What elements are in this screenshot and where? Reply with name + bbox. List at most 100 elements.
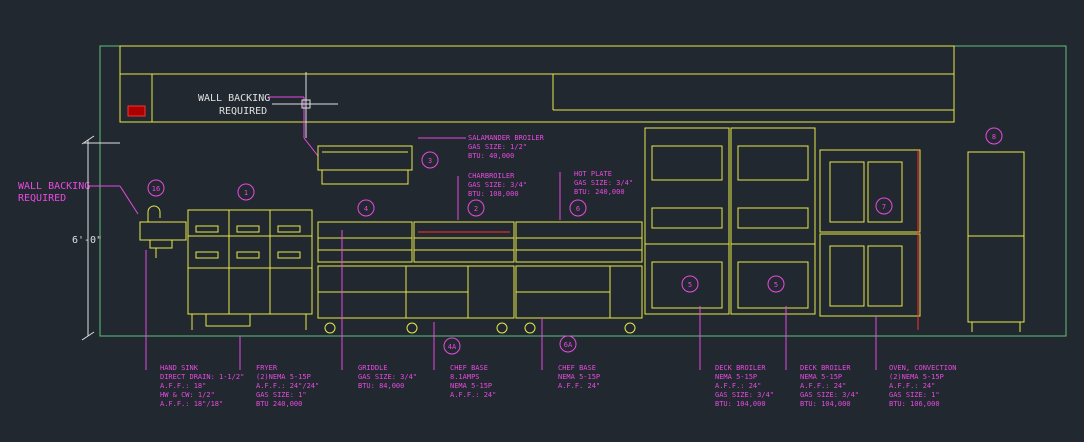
fryer [187, 209, 313, 330]
svg-text:DIRECT DRAIN: 1-1/2": DIRECT DRAIN: 1-1/2" [160, 373, 244, 381]
deck-broiler-2 [730, 127, 816, 315]
svg-text:DECK BROILER: DECK BROILER [715, 364, 766, 372]
tag-rack: 8 [985, 127, 1003, 145]
note-charbroiler: CHARBROILER GAS SIZE: 3/4" BTU: 108,000 [457, 172, 527, 220]
svg-text:BTU: 108,000: BTU: 108,000 [468, 190, 519, 198]
svg-text:GAS SIZE: 3/4": GAS SIZE: 3/4" [800, 391, 859, 399]
tag-griddle: 4 [357, 199, 375, 217]
svg-text:A.F.F.: 24": A.F.F.: 24" [450, 391, 496, 399]
svg-text:GAS SIZE: 3/4": GAS SIZE: 3/4" [715, 391, 774, 399]
note-deck-broiler-2: DECK BROILER NEMA 5-15P A.F.F.: 24" GAS … [785, 306, 859, 408]
tag-deck-1: 5 [681, 275, 699, 293]
sheet-pan-rack [967, 151, 1025, 332]
wall-backing-left-note: WALL BACKING REQUIRED [18, 181, 139, 215]
svg-text:WALL BACKING: WALL BACKING [18, 181, 90, 192]
svg-text:GRIDDLE: GRIDDLE [358, 364, 388, 372]
svg-text:WALL BACKING: WALL BACKING [198, 93, 270, 104]
tag-deck-2: 5 [767, 275, 785, 293]
svg-text:SALAMANDER BROILER: SALAMANDER BROILER [468, 134, 545, 142]
svg-text:8: 8 [992, 133, 996, 141]
hood-control-box [127, 105, 146, 117]
svg-text:OVEN, CONVECTION: OVEN, CONVECTION [889, 364, 956, 372]
note-deck-broiler-1: DECK BROILER NEMA 5-15P A.F.F.: 24" GAS … [699, 306, 774, 408]
svg-text:GAS SIZE: 1": GAS SIZE: 1" [256, 391, 307, 399]
svg-text:BTU: 106,000: BTU: 106,000 [889, 400, 940, 408]
svg-text:4A: 4A [448, 343, 457, 351]
exhaust-hood [119, 45, 955, 123]
svg-text:NEMA 5-15P: NEMA 5-15P [800, 373, 842, 381]
svg-text:8.1AMPS: 8.1AMPS [450, 373, 480, 381]
svg-text:CHARBROILER: CHARBROILER [468, 172, 515, 180]
height-dimension: 6'-0" [72, 135, 120, 341]
svg-text:BTU 240,000: BTU 240,000 [256, 400, 302, 408]
note-hot-plate: HOT PLATE GAS SIZE: 3/4" BTU: 240,000 [559, 170, 633, 220]
svg-text:NEMA 5-15P: NEMA 5-15P [558, 373, 600, 381]
svg-text:16: 16 [152, 185, 160, 193]
svg-text:HW & CW: 1/2": HW & CW: 1/2" [160, 391, 215, 399]
svg-text:NEMA 5-15P: NEMA 5-15P [715, 373, 757, 381]
tag-oven: 7 [875, 197, 893, 215]
svg-text:CHEF BASE: CHEF BASE [558, 364, 596, 372]
deck-broiler-1 [644, 127, 730, 315]
svg-text:GAS SIZE: 1": GAS SIZE: 1" [889, 391, 940, 399]
tag-sink: 16 [147, 179, 165, 197]
svg-text:A.F.F. 24": A.F.F. 24" [558, 382, 600, 390]
svg-text:A.F.F.: 18"/18": A.F.F.: 18"/18" [160, 400, 223, 408]
svg-text:BTU: 104,000: BTU: 104,000 [800, 400, 851, 408]
hand-sink [139, 205, 187, 258]
svg-text:DECK BROILER: DECK BROILER [800, 364, 851, 372]
svg-text:GAS SIZE: 1/2": GAS SIZE: 1/2" [468, 143, 527, 151]
chef-base-1 [317, 265, 515, 334]
note-fryer: FRYER (2)NEMA 5-15P A.F.F.: 24"/24" GAS … [239, 336, 319, 408]
hot-plate [515, 221, 643, 263]
svg-text:NEMA 5-15P: NEMA 5-15P [450, 382, 492, 390]
svg-text:(2)NEMA 5-15P: (2)NEMA 5-15P [256, 373, 311, 381]
svg-text:BTU: 104,000: BTU: 104,000 [715, 400, 766, 408]
svg-text:GAS SIZE: 3/4": GAS SIZE: 3/4" [574, 179, 633, 187]
svg-text:(2)NEMA 5-15P: (2)NEMA 5-15P [889, 373, 944, 381]
svg-text:FRYER: FRYER [256, 364, 278, 372]
svg-text:A.F.F.: 24": A.F.F.: 24" [715, 382, 761, 390]
wall-backing-top-note: WALL BACKING REQUIRED [198, 72, 338, 157]
svg-text:6A: 6A [564, 341, 573, 349]
svg-text:BTU: 240,000: BTU: 240,000 [574, 188, 625, 196]
tag-chef-base-1: 4A [443, 337, 461, 355]
svg-text:GAS SIZE: 3/4": GAS SIZE: 3/4" [468, 181, 527, 189]
svg-text:A.F.F.: 18": A.F.F.: 18" [160, 382, 206, 390]
svg-text:3: 3 [428, 157, 432, 165]
svg-text:6'-0": 6'-0" [72, 235, 102, 246]
svg-text:A.F.F.: 24": A.F.F.: 24" [800, 382, 846, 390]
tag-salamander: 3 [421, 151, 439, 169]
tag-fryer: 1 [237, 183, 255, 201]
svg-text:CHEF BASE: CHEF BASE [450, 364, 488, 372]
svg-text:6: 6 [576, 205, 580, 213]
salamander-broiler [317, 145, 413, 185]
svg-text:4: 4 [364, 205, 368, 213]
note-salamander: SALAMANDER BROILER GAS SIZE: 1/2" BTU: 4… [418, 134, 545, 160]
svg-text:5: 5 [688, 281, 692, 289]
svg-text:A.F.F.: 24": A.F.F.: 24" [889, 382, 935, 390]
svg-text:7: 7 [882, 203, 886, 211]
tag-charbroiler: 2 [467, 199, 485, 217]
chef-base-2 [515, 265, 643, 334]
note-hand-sink: HAND SINK DIRECT DRAIN: 1-1/2" A.F.F.: 1… [145, 250, 244, 408]
svg-text:5: 5 [774, 281, 778, 289]
note-chef-base-1: CHEF BASE 8.1AMPS NEMA 5-15P A.F.F.: 24" [433, 322, 496, 399]
svg-text:1: 1 [244, 189, 248, 197]
svg-text:BTU: 84,000: BTU: 84,000 [358, 382, 404, 390]
griddle [317, 221, 413, 263]
svg-text:REQUIRED: REQUIRED [18, 193, 66, 204]
note-oven-convection: OVEN, CONVECTION (2)NEMA 5-15P A.F.F.: 2… [875, 316, 956, 408]
tag-chef-base-2: 6A [559, 335, 577, 353]
svg-text:REQUIRED: REQUIRED [219, 106, 267, 117]
svg-text:HOT PLATE: HOT PLATE [574, 170, 612, 178]
svg-text:HAND SINK: HAND SINK [160, 364, 199, 372]
convection-oven [819, 149, 921, 330]
note-griddle: GRIDDLE GAS SIZE: 3/4" BTU: 84,000 [341, 230, 417, 390]
svg-text:GAS SIZE: 3/4": GAS SIZE: 3/4" [358, 373, 417, 381]
svg-text:2: 2 [474, 205, 478, 213]
note-chef-base-2: CHEF BASE NEMA 5-15P A.F.F. 24" [541, 318, 600, 390]
charbroiler [413, 221, 515, 263]
tag-hot-plate: 6 [569, 199, 587, 217]
